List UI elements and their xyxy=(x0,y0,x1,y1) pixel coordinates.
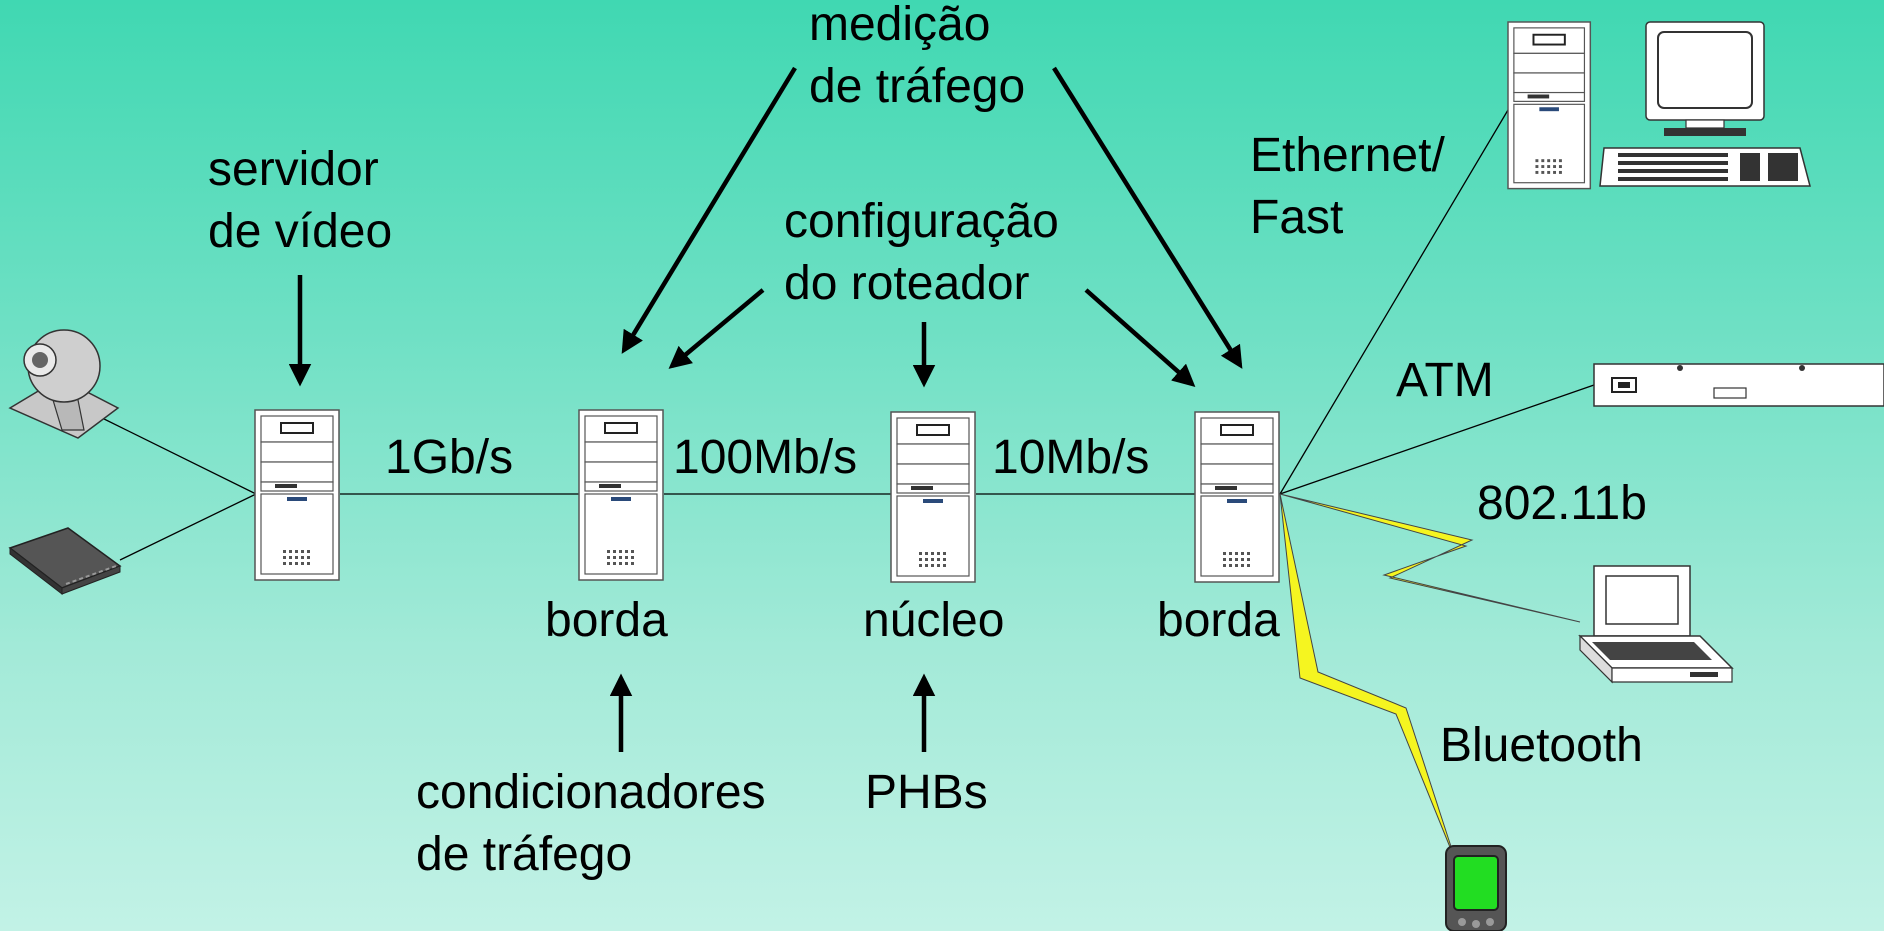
video-server-icon xyxy=(254,409,340,581)
ethernet-line-1: Ethernet/ xyxy=(1250,129,1445,182)
desktop-computer-icon xyxy=(1507,21,1811,190)
network-links xyxy=(95,109,1595,561)
ethernet-label: Ethernet/ Fast xyxy=(1250,125,1445,249)
core-label: núcleo xyxy=(863,594,1005,647)
edge-router-left-icon xyxy=(578,409,664,581)
traffic-metering-line-1: medição xyxy=(809,0,991,51)
video-server-line-2: de vídeo xyxy=(208,205,393,258)
wifi-bolt xyxy=(1279,493,1581,623)
video-server-label: servidor de vídeo xyxy=(208,139,392,263)
annotation-arrows xyxy=(288,66,1243,752)
router-config-line-2: do roteador xyxy=(784,257,1030,310)
bluetooth-label: Bluetooth xyxy=(1440,719,1643,772)
traffic-conditioners-line-2: de tráfego xyxy=(416,828,633,881)
traffic-metering-line-2: de tráfego xyxy=(809,60,1026,113)
laptop-icon xyxy=(1578,565,1734,684)
link-atm xyxy=(1279,384,1595,495)
atm-label: ATM xyxy=(1396,354,1494,407)
external-drive-icon xyxy=(8,527,122,596)
edge-router-right-icon xyxy=(1194,411,1280,583)
wifi-label: 802.11b xyxy=(1477,477,1647,530)
traffic-conditioners-line-1: condicionadores xyxy=(416,766,766,819)
link-10m-label: 10Mb/s xyxy=(992,431,1150,484)
video-server-line-1: servidor xyxy=(208,143,379,196)
arrow-metering-left xyxy=(621,66,797,354)
core-router-icon xyxy=(890,411,976,583)
bluetooth-bolt xyxy=(1279,493,1457,863)
webcam-icon xyxy=(8,329,120,439)
atm-switch-icon xyxy=(1593,363,1884,407)
router-config-line-1: configuração xyxy=(784,195,1059,248)
edge-right-label: borda xyxy=(1157,594,1280,647)
traffic-conditioners-label: condicionadores de tráfego xyxy=(416,762,766,886)
link-100m-label: 100Mb/s xyxy=(673,431,858,484)
phbs-label: PHBs xyxy=(865,766,988,819)
arrow-metering-right xyxy=(1052,66,1243,369)
link-1g-label: 1Gb/s xyxy=(385,431,514,484)
link-ethernet xyxy=(1279,109,1509,495)
pda-icon xyxy=(1445,845,1507,931)
traffic-metering-label: medição de tráfego xyxy=(809,0,1025,118)
link-drive xyxy=(119,493,257,561)
link-camera xyxy=(95,414,257,495)
arrow-config-left xyxy=(668,288,765,369)
edge-left-label: borda xyxy=(545,594,668,647)
router-config-label: configuração do roteador xyxy=(784,191,1059,315)
ethernet-line-2: Fast xyxy=(1250,191,1344,244)
arrow-config-right xyxy=(1084,288,1196,387)
